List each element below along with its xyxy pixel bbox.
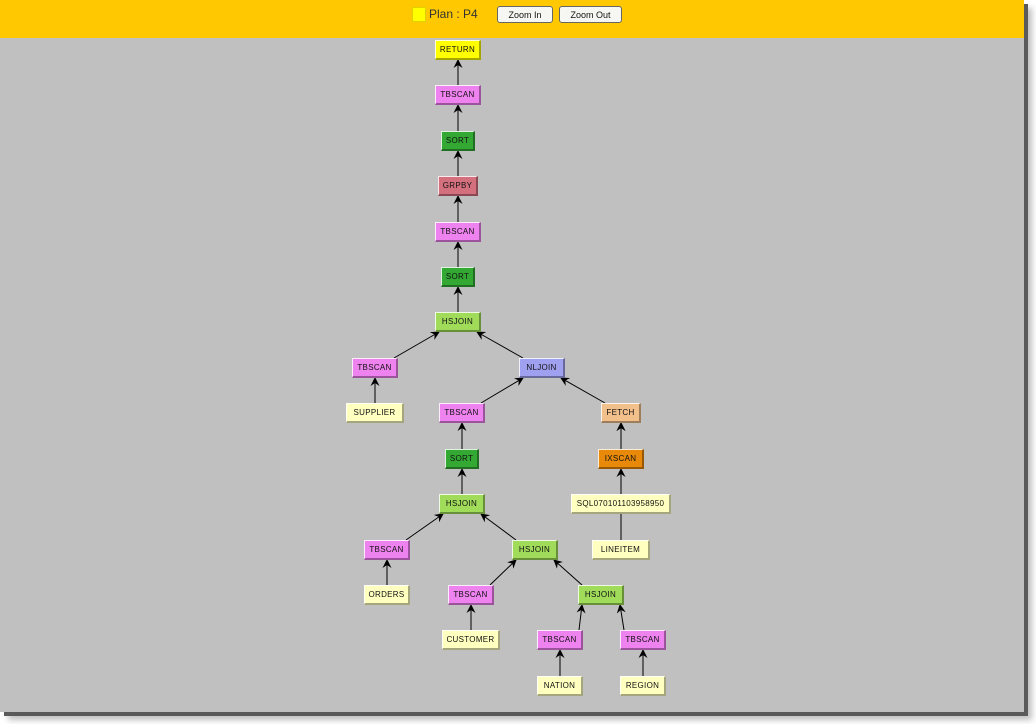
plan-node-tbscan[interactable]: TBSCAN (448, 585, 494, 605)
plan-node-tbscan[interactable]: TBSCAN (435, 222, 481, 242)
plan-node-customer[interactable]: CUSTOMER (442, 630, 500, 650)
plan-edge-arrow (480, 513, 517, 541)
plan-node-return[interactable]: RETURN (435, 40, 481, 60)
plan-node-ixscan[interactable]: IXSCAN (598, 449, 644, 469)
zoom-in-button[interactable]: Zoom In (497, 6, 553, 23)
plan-node-tbscan[interactable]: TBSCAN (435, 85, 481, 105)
plan-node-sort[interactable]: SORT (441, 131, 475, 151)
plan-node-tbscan[interactable]: TBSCAN (364, 540, 410, 560)
plan-node-region[interactable]: REGION (620, 676, 666, 696)
plan-edges (370, 59, 648, 676)
plan-node-hsjoin[interactable]: HSJOIN (512, 540, 558, 560)
plan-node-nljoin[interactable]: NLJOIN (519, 358, 565, 378)
plan-node-hsjoin[interactable]: HSJOIN (435, 312, 481, 332)
plan-node-sort[interactable]: SORT (441, 267, 475, 287)
plan-node-hsjoin[interactable]: HSJOIN (578, 585, 624, 605)
plan-node-sql070101103958950[interactable]: SQL070101103958950 (571, 494, 671, 514)
plan-edge-arrow (489, 559, 517, 586)
zoom-out-button[interactable]: Zoom Out (559, 6, 622, 23)
plan-node-lineitem[interactable]: LINEITEM (592, 540, 650, 560)
plan-node-hsjoin[interactable]: HSJOIN (439, 494, 485, 514)
plan-edge-arrow (476, 331, 524, 359)
plan-node-tbscan[interactable]: TBSCAN (537, 630, 583, 650)
plan-node-grpby[interactable]: GRPBY (438, 176, 478, 196)
plan-node-orders[interactable]: ORDERS (364, 585, 410, 605)
plan-edge-arrow (553, 559, 583, 586)
plan-node-tbscan[interactable]: TBSCAN (352, 358, 398, 378)
plan-node-sort[interactable]: SORT (445, 449, 479, 469)
plan-node-nation[interactable]: NATION (537, 676, 583, 696)
plan-edge-arrow (616, 604, 626, 631)
plan-edge-arrow (560, 377, 606, 404)
toolbar: Plan : P4 Zoom In Zoom Out (0, 0, 1024, 38)
plan-node-tbscan[interactable]: TBSCAN (439, 403, 485, 423)
plan-node-fetch[interactable]: FETCH (601, 403, 641, 423)
plan-node-tbscan[interactable]: TBSCAN (620, 630, 666, 650)
plan-label: Plan : P4 (429, 7, 478, 21)
plan-edge-arrow (576, 604, 586, 631)
plan-canvas: Plan : P4 Zoom In Zoom Out RETURN TBSCAN S… (0, 0, 1024, 712)
plan-node-supplier[interactable]: SUPPLIER (346, 403, 404, 423)
plan-edge-arrow (393, 331, 440, 359)
plan-color-swatch (412, 7, 426, 22)
plan-edge-arrow (480, 377, 524, 404)
plan-edge-arrow (405, 513, 444, 541)
